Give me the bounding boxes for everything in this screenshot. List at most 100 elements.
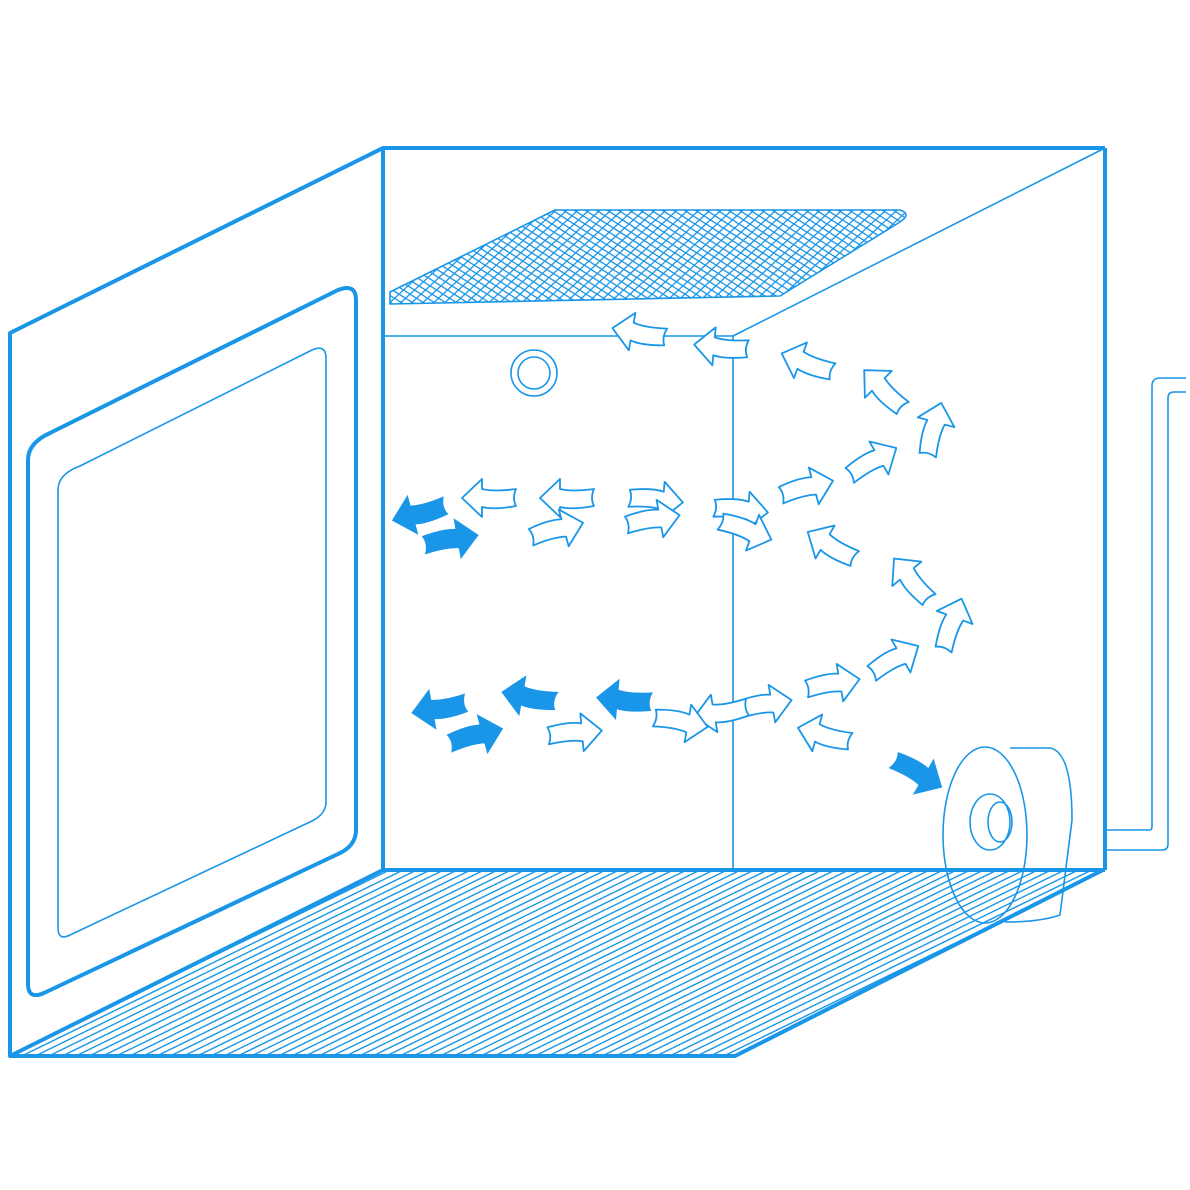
mesh-line [390,210,414,304]
mesh-line [151,200,281,320]
mesh-line [932,200,1122,320]
airflow-arrow-icon [888,752,943,795]
mesh-line [0,200,50,320]
mesh-line [667,210,799,304]
airflow-arrow-icon [716,512,773,552]
floor-line [26,870,428,1056]
mesh-line [390,210,397,304]
floor-line [634,870,1035,1056]
mesh-line [711,210,843,304]
airflow-arrow-icon [421,518,479,560]
mesh-line [656,210,788,304]
mesh-line [579,210,711,304]
floor-line [769,870,1103,1056]
floor-line [688,870,1089,1056]
mesh-line [788,210,905,304]
mesh-line [943,200,1073,320]
mesh-line [568,210,700,304]
oven-floor-tray [18,865,1190,1060]
mesh-line [546,210,678,304]
floor-line [256,870,657,1056]
floor-line [701,870,1103,1056]
mesh-line [74,200,204,320]
airflow-arrow-icon [391,494,449,535]
mesh-line [535,210,667,304]
airflow-arrow-icon [527,508,584,548]
mesh-line [390,210,458,304]
mesh-line [1009,200,1190,320]
floor-line [958,870,1103,1056]
airflow-arrow-icon [916,402,956,459]
airflow-arrow-icon [611,311,669,352]
mesh-line [390,210,452,304]
mesh-line [107,200,237,320]
mesh-line [887,210,905,304]
mesh-line [821,210,905,304]
floor-line [539,870,941,1056]
mesh-line [96,200,286,320]
floor-line [931,870,1103,1056]
mesh-line [184,200,374,320]
mesh-line [85,200,275,320]
airflow-arrow-icon [866,638,920,682]
airflow-arrow-icon [693,326,750,367]
floor-line [620,870,1022,1056]
floor-line [80,870,482,1056]
floor-line [593,870,995,1056]
mesh-line [932,200,1062,320]
mesh-line [1152,200,1190,320]
floor-line [971,870,1103,1056]
floor-line [18,870,414,1056]
floor-line [485,870,887,1056]
mesh-line [1064,200,1190,320]
oven-door-icon [26,286,358,998]
mesh-line [898,210,905,304]
floor-line [202,870,603,1056]
floor-line [1066,870,1103,1056]
airflow-arrow-icon [624,498,681,539]
mesh-line [954,200,1084,320]
mesh-line [987,200,1117,320]
floor-line [350,870,752,1056]
floor-line [296,870,698,1056]
floor-line [1134,865,1190,1060]
floor-line [1012,870,1103,1056]
mesh-line [19,200,149,320]
floor-line [242,870,644,1056]
mesh-line [239,200,369,320]
mesh-line [832,210,905,304]
mesh-line [921,200,1051,320]
airflow-arrow-icon [501,675,559,717]
airflow-arrow-icon [461,478,517,518]
floor-line [134,870,536,1056]
mesh-line [1086,200,1190,320]
mesh-line [118,200,248,320]
floor-line [310,870,711,1056]
mesh-line [1185,200,1190,320]
floor-line [526,870,927,1056]
mesh-line [0,200,132,320]
floor-line [499,870,900,1056]
mesh-line [19,200,209,320]
mesh-line [976,200,1166,320]
mesh-line [1009,200,1139,320]
floor-line [121,870,522,1056]
mesh-line [1130,200,1190,320]
floor-line [1121,865,1190,1060]
mesh-line [557,210,689,304]
floor-line [431,870,833,1056]
mesh-line [0,200,94,320]
mesh-line [390,210,485,304]
mesh-line [612,210,744,304]
mesh-line [0,200,72,320]
mesh-line [1152,200,1190,320]
floor-line [1148,865,1190,1060]
mesh-line [954,200,1144,320]
mesh-line [810,210,905,304]
mesh-line [998,200,1128,320]
mesh-filter-icon [0,200,1190,320]
mesh-line [173,200,363,320]
floor-line [512,870,914,1056]
mesh-line [832,210,905,304]
